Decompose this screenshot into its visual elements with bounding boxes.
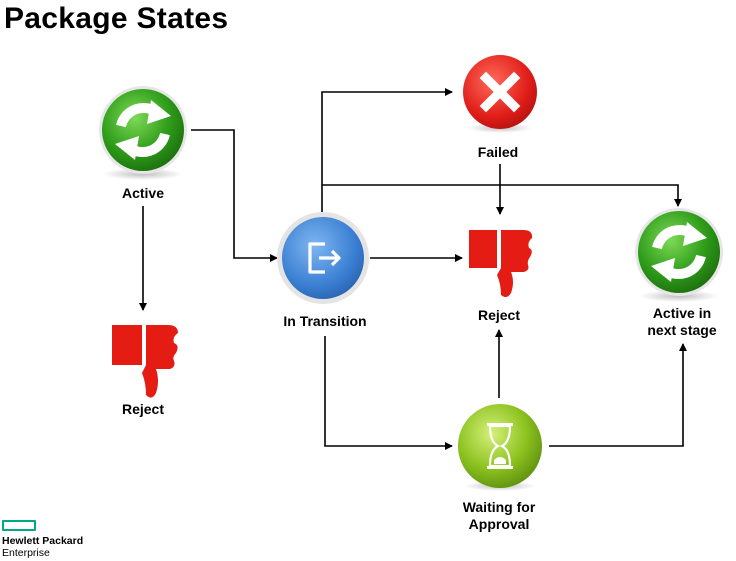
hourglass-icon <box>458 404 542 491</box>
refresh-icon <box>99 86 187 180</box>
refresh-icon <box>635 208 723 302</box>
arrow-transition-to-active-next <box>322 184 682 207</box>
node-label-active-next: Active in next stage <box>622 305 736 339</box>
node-label-reject-center: Reject <box>477 307 521 323</box>
node-label-in-transition: In Transition <box>283 313 367 329</box>
node-label-active-next-line2: next stage <box>647 322 717 338</box>
node-label-failed: Failed <box>477 144 519 160</box>
arrow-transition-to-failed <box>321 88 453 212</box>
node-label-reject-left: Reject <box>121 401 165 417</box>
node-label-active: Active <box>121 185 165 201</box>
connectors <box>139 88 687 450</box>
hpe-logo: Hewlett Packard Enterprise <box>2 520 83 559</box>
exit-icon <box>277 212 369 304</box>
arrow-waiting-to-active-next <box>549 343 687 447</box>
x-icon <box>463 55 537 133</box>
hpe-logo-line2: Enterprise <box>2 547 50 559</box>
thumbs-down-icon <box>112 325 178 398</box>
arrow-transition-to-waiting <box>324 336 453 450</box>
hpe-logo-mark <box>2 520 36 531</box>
arrow-active-to-transition <box>191 129 278 262</box>
node-label-waiting-line2: Approval <box>468 516 530 532</box>
page-title: Package States <box>4 2 229 35</box>
thumbs-down-icon <box>469 230 533 298</box>
hpe-logo-line1: Hewlett Packard <box>2 535 84 547</box>
node-label-waiting-line1: Waiting for <box>462 499 536 515</box>
node-label-active-next-line1: Active in <box>652 305 712 321</box>
node-label-waiting: Waiting for Approval <box>439 499 559 533</box>
